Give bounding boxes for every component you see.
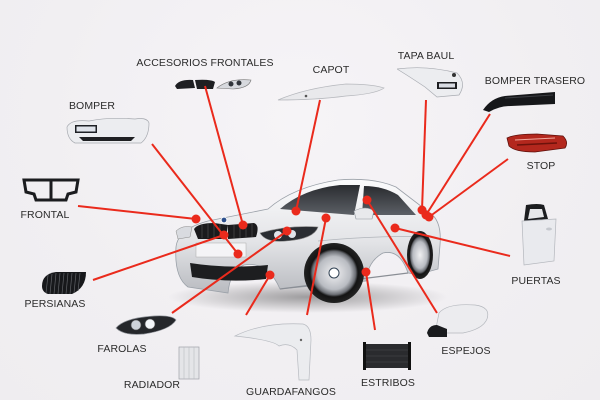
anchor-dot-frontal xyxy=(191,214,201,224)
trunk-lid-icon xyxy=(397,67,463,98)
rear-bumper-icon xyxy=(483,92,555,112)
leader-line-espejos xyxy=(366,199,438,314)
label-puertas: PUERTAS xyxy=(511,275,561,287)
label-bomper-trasero: BOMPER TRASERO xyxy=(484,75,586,87)
leader-line-tapa-baul xyxy=(421,99,427,211)
anchor-dot-bomper xyxy=(233,249,243,259)
door-icon xyxy=(521,204,557,266)
anchor-dot-accesorios-frontales xyxy=(238,220,248,230)
leader-line-radiador xyxy=(245,274,271,316)
front-bumper-icon xyxy=(66,117,150,144)
leader-line-bomper-trasero xyxy=(425,113,491,216)
anchor-dot-espejos xyxy=(362,195,372,205)
label-capot: CAPOT xyxy=(312,64,350,76)
label-persianas: PERSIANAS xyxy=(24,298,86,310)
leader-line-persianas xyxy=(92,234,225,281)
radiator-support-icon xyxy=(22,178,80,202)
label-espejos: ESPEJOS xyxy=(441,345,491,357)
fender-icon xyxy=(233,323,312,381)
leader-line-puertas xyxy=(394,227,511,257)
label-estribos: ESTRIBOS xyxy=(361,377,415,389)
radiator-icon xyxy=(178,346,200,380)
leader-line-farolas xyxy=(171,230,288,314)
car-coupe-image xyxy=(168,178,448,313)
label-guardafangos: GUARDAFANGOS xyxy=(246,386,336,398)
anchor-dot-farolas xyxy=(282,226,292,236)
leader-line-capot xyxy=(295,99,321,212)
anchor-dot-capot xyxy=(291,206,301,216)
label-bomper: BOMPER xyxy=(68,100,116,112)
label-accesorios-frontales: ACCESORIOS FRONTALES xyxy=(136,57,274,69)
leader-line-bomper xyxy=(151,143,239,255)
hood-icon xyxy=(277,83,385,101)
side-skirt-radiator-icon xyxy=(363,342,411,370)
anchor-dot-guardafangos xyxy=(321,213,331,223)
leader-line-accesorios-frontales xyxy=(204,85,244,226)
label-farolas: FAROLAS xyxy=(97,343,147,355)
anchor-dot-estribos xyxy=(361,267,371,277)
tail-light-icon xyxy=(506,133,567,153)
side-mirror-icon xyxy=(427,304,489,337)
leader-line-estribos xyxy=(365,271,376,331)
label-tapa-baul: TAPA BAUL xyxy=(397,50,455,62)
kidney-grille-and-headlight-icon xyxy=(175,79,252,90)
anchor-dot-puertas xyxy=(390,223,400,233)
label-stop: STOP xyxy=(526,160,556,172)
leader-line-frontal xyxy=(77,205,197,220)
label-radiador: RADIADOR xyxy=(123,379,181,391)
headlight-icon xyxy=(115,315,177,335)
anchor-dot-radiador xyxy=(265,270,275,280)
anchor-dot-stop xyxy=(424,212,434,222)
leader-line-guardafangos xyxy=(306,217,327,316)
leader-line-stop xyxy=(428,158,509,218)
grille-icon xyxy=(42,272,86,295)
label-frontal: FRONTAL xyxy=(20,209,70,221)
